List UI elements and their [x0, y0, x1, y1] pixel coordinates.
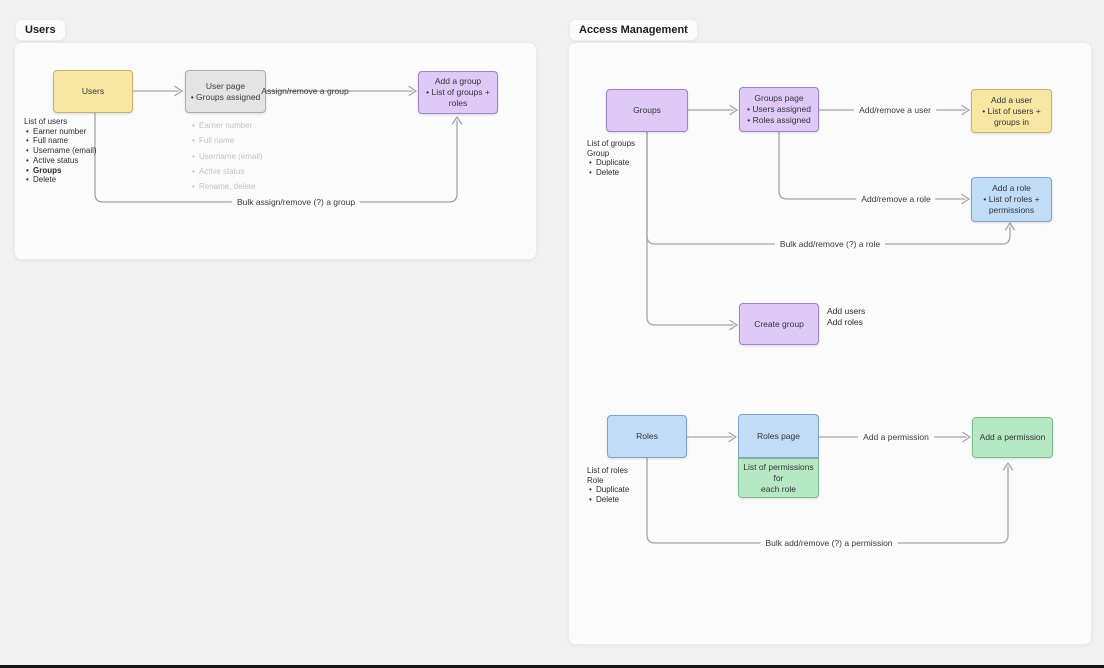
roles-list-item: Delete: [587, 495, 629, 505]
node-create-group[interactable]: Create group: [739, 303, 819, 345]
users-list-item: Full name: [24, 136, 97, 146]
users-list-item: Username (email): [24, 146, 97, 156]
edge-label-bulk-add-remove-role: Bulk add/remove (?) a role: [774, 239, 886, 249]
roles-feature-list: List of roles Role Duplicate Delete: [587, 466, 629, 505]
create-group-note: Add roles: [827, 316, 863, 327]
user-page-feature-list: Earner number Full name Username (email)…: [190, 118, 263, 195]
users-list-item: Delete: [24, 175, 97, 185]
roles-list-line: List of roles: [587, 466, 628, 475]
node-user-page[interactable]: User page • Groups assigned: [185, 70, 266, 113]
users-list-item-groups: Groups: [24, 166, 97, 176]
node-add-a-group[interactable]: Add a group • List of groups + roles: [418, 71, 498, 114]
users-list-title: List of users: [24, 117, 68, 126]
user-page-list-item: Active status: [190, 164, 263, 180]
bottom-bar: [0, 665, 1104, 668]
edge-label-add-a-permission: Add a permission: [858, 432, 934, 442]
node-users[interactable]: Users: [53, 70, 133, 113]
user-page-list-item: Username (email): [190, 149, 263, 165]
edge-label-add-remove-user: Add/remove a user: [854, 105, 936, 115]
create-group-note: Add users: [827, 306, 866, 316]
node-groups[interactable]: Groups: [606, 89, 688, 132]
node-roles[interactable]: Roles: [607, 415, 687, 458]
roles-list-line: Role: [587, 475, 604, 485]
node-add-a-role[interactable]: Add a role • List of roles + permissions: [971, 177, 1052, 222]
section-tab-access-management[interactable]: Access Management: [569, 19, 698, 41]
node-add-a-permission[interactable]: Add a permission: [972, 417, 1053, 458]
create-group-notes: Add users Add roles: [827, 306, 865, 327]
edge-label-assign-remove-group: Assign/remove a group: [261, 86, 349, 96]
edge-label-add-remove-role: Add/remove a role: [856, 194, 936, 204]
edge-label-bulk-assign-remove-group: Bulk assign/remove (?) a group: [231, 197, 361, 207]
user-page-list-item: Rename, delete: [190, 179, 263, 195]
node-groups-page[interactable]: Groups page • Users assigned • Roles ass…: [739, 87, 819, 132]
node-roles-page-permissions[interactable]: List of permissions for each role: [738, 458, 819, 498]
users-list-item: Active status: [24, 156, 97, 166]
section-tab-users[interactable]: Users: [15, 19, 66, 41]
groups-list-item: Duplicate: [587, 158, 635, 168]
groups-list-line: Group: [587, 148, 610, 158]
users-list-item: Earner number: [24, 127, 97, 137]
edge-label-bulk-add-remove-permission: Bulk add/remove (?) a permission: [760, 538, 898, 548]
groups-list-line: List of groups: [587, 139, 636, 148]
node-add-a-user[interactable]: Add a user • List of users + groups in: [971, 89, 1052, 133]
groups-feature-list: List of groups Group Duplicate Delete: [587, 139, 635, 178]
users-feature-list: List of users Earner number Full name Us…: [24, 117, 97, 185]
roles-list-item: Duplicate: [587, 485, 629, 495]
user-page-list-item: Full name: [190, 133, 263, 149]
groups-list-item: Delete: [587, 168, 635, 178]
user-page-list-item: Earner number: [190, 118, 263, 134]
node-roles-page[interactable]: Roles page: [738, 414, 819, 458]
